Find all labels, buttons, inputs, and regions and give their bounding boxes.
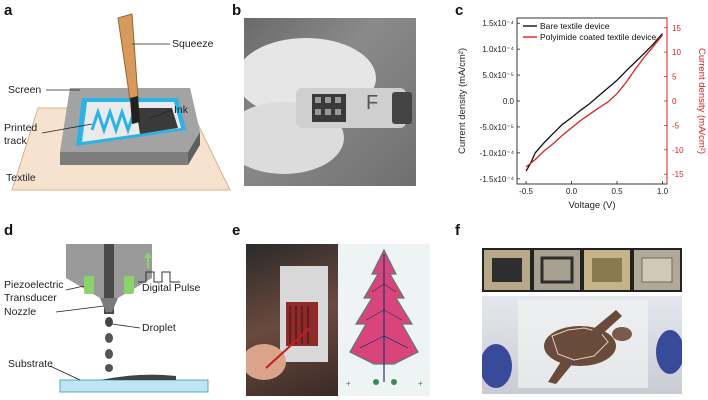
turtle-shell <box>544 326 616 366</box>
label-printed: Printed <box>4 122 38 134</box>
label-substrate: Substrate <box>8 358 53 370</box>
y-tick-label: -5.0x10⁻⁵ <box>480 123 514 132</box>
y-tick-label: 0.0 <box>503 97 515 106</box>
y-tick-label: 5.0x10⁻⁵ <box>482 71 514 80</box>
y-tick-label: 1.0x10⁻⁴ <box>482 45 514 54</box>
screen-frame-side <box>188 132 200 165</box>
svg-text:+: + <box>418 379 423 388</box>
y-tick-label: -1.0x10⁻⁴ <box>480 149 515 158</box>
ink-pool <box>136 108 178 134</box>
printed-track <box>90 107 136 135</box>
y-right-tick-label: -10 <box>672 146 684 155</box>
textile-device-photo: F <box>244 18 416 186</box>
label-digital-pulse: Digital Pulse <box>142 282 201 294</box>
y-right-tick-label: -15 <box>672 170 684 179</box>
iv-curve-chart: -0.5 0.0 0.5 1.0 1.5x10⁻⁴ 1.0x10⁻⁴ 5.0x10⁻⁵ 0.0… <box>457 17 707 211</box>
panel-letter-d: d <box>4 222 14 239</box>
label-piezoelectric: Piezoelectric <box>4 279 64 291</box>
y-right-tick-label: 15 <box>672 24 681 33</box>
y-right-tick-label: 0 <box>672 97 677 106</box>
x-tick-label: -0.5 <box>519 187 533 196</box>
piezo-right <box>124 276 134 294</box>
panel-letter-f: f <box>455 222 460 239</box>
y-right-tick-label: 10 <box>672 48 681 57</box>
y-right-tick-label: -5 <box>672 121 680 130</box>
electrode-samples-strip <box>482 248 682 292</box>
screen-frame-front <box>60 152 188 165</box>
x-axis-title: Voltage (V) <box>569 200 616 211</box>
inkjet-printing-illustration <box>49 244 209 393</box>
device-lettering: F <box>366 92 379 114</box>
y-right-axis-title: Current density (mA/cm²) <box>696 48 707 154</box>
turtle-head <box>612 327 632 341</box>
y-tick-label: 1.5x10⁻⁴ <box>482 19 514 28</box>
label-droplet: Droplet <box>142 322 176 334</box>
piezo-left <box>84 276 94 294</box>
substrate <box>59 379 209 393</box>
printed-layer <box>100 374 176 380</box>
panel-letter-e: e <box>232 222 241 239</box>
legend-label-2: Polyimide coated textile device <box>540 32 657 42</box>
label-textile: Textile <box>6 172 36 184</box>
x-tick-label: 0.0 <box>566 187 578 196</box>
series-line-1 <box>525 33 663 172</box>
svg-text:+: + <box>346 379 351 388</box>
turtle-print-photo <box>482 296 682 394</box>
device-cap <box>392 92 412 124</box>
panel-letter-a: a <box>4 2 13 19</box>
droplet <box>105 317 113 327</box>
leaf-pattern-print: + + <box>338 244 430 396</box>
x-tick-label: 0.5 <box>611 187 623 196</box>
panel-letter-b: b <box>232 2 242 19</box>
label-nozzle: Nozzle <box>4 306 37 318</box>
legend-label-1: Bare textile device <box>540 21 610 31</box>
panel-letter-c: c <box>455 2 464 19</box>
y-axis-title: Current density (mA/cm²) <box>457 48 468 154</box>
label-screen: Screen <box>8 84 42 96</box>
nozzle-channel <box>104 244 114 314</box>
screen-printing-illustration <box>11 13 231 191</box>
series-line-2 <box>525 34 664 168</box>
x-tick-label: 1.0 <box>657 187 669 196</box>
squeeze-blade <box>117 13 139 101</box>
flexible-device-photo <box>246 244 338 396</box>
squeeze-edge <box>130 96 140 124</box>
nozzle <box>100 298 118 312</box>
label-ink: Ink <box>174 104 189 116</box>
y-right-tick-label: 5 <box>672 73 677 82</box>
glove-and-device <box>244 38 412 174</box>
label-transducer: Transducer <box>4 292 57 304</box>
label-track: track <box>4 135 27 147</box>
y-tick-label: -1.5x10⁻⁴ <box>480 175 515 184</box>
label-squeeze: Squeeze <box>172 38 214 50</box>
